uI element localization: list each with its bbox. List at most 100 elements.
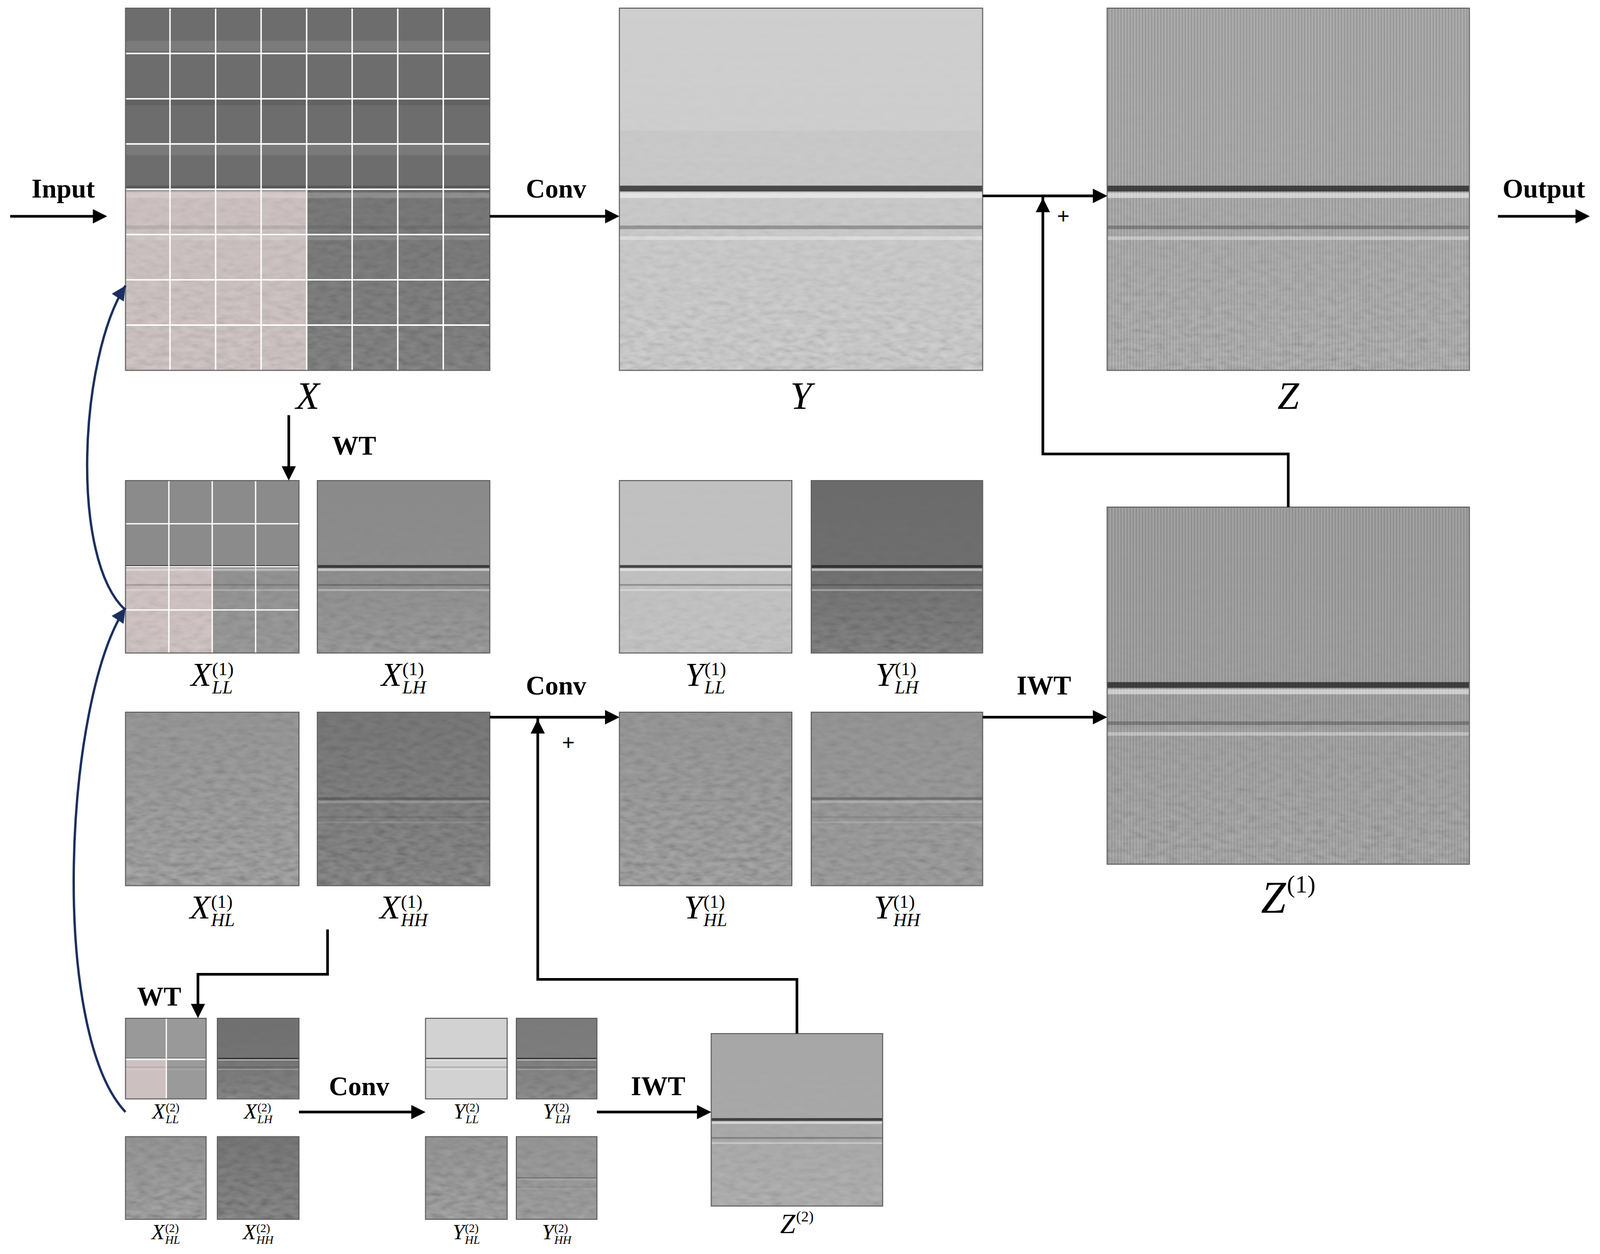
subscript: HH <box>893 911 920 930</box>
panel-label: Z(2) <box>711 1209 884 1239</box>
connector-line <box>596 1111 702 1114</box>
image-panel: Z(2) <box>711 1033 884 1238</box>
panel-label: Z(1) <box>1107 872 1470 921</box>
connector <box>982 710 1108 725</box>
subscript: HL <box>464 1234 481 1247</box>
subscript: LH <box>555 1113 571 1126</box>
operation-label: IWT <box>1016 672 1071 700</box>
arrow-head <box>604 209 620 224</box>
subscript: LL <box>165 1113 180 1126</box>
connector <box>281 415 296 481</box>
symbol-name: X <box>242 1220 257 1245</box>
panel-label: Y(1)HL <box>619 890 792 930</box>
operation-label: WT <box>136 983 182 1011</box>
symbol-name: Y <box>452 1220 465 1245</box>
panel-label: Y(2)HH <box>516 1221 597 1247</box>
subscript: LH <box>257 1113 273 1126</box>
panel-label: X(1)LH <box>317 657 490 697</box>
arrow-head <box>604 710 620 725</box>
panel-label: X(1)LL <box>125 657 299 697</box>
arrow-head <box>112 285 126 302</box>
arrow-head <box>190 1004 206 1019</box>
superscript: (2) <box>165 1101 180 1114</box>
image-panel: Y(1)LL <box>619 480 792 698</box>
symbol-name: X <box>295 374 320 418</box>
sum-sign: + <box>562 731 575 755</box>
image-panel: Y(2)LH <box>516 1018 597 1126</box>
superscript: (2) <box>465 1101 480 1114</box>
image-panel: Y(1)HL <box>619 712 792 930</box>
image-panel: X(1)HL <box>125 712 299 930</box>
connector-line <box>287 415 290 471</box>
panel-label: X(1)HH <box>317 890 490 930</box>
arrow-head <box>281 466 296 481</box>
connector-line <box>87 285 126 611</box>
arrow-head <box>1092 710 1108 725</box>
arrow-head <box>111 608 126 624</box>
panel-label: Y(1)LL <box>619 657 792 697</box>
subscript: HL <box>703 911 728 930</box>
symbol-name: X <box>151 1220 165 1245</box>
operation-label: WT <box>332 432 377 460</box>
symbol-name: Y <box>684 655 704 694</box>
image-panel: Y(2)HH <box>516 1136 597 1247</box>
operation-label: IWT <box>630 1073 686 1100</box>
superscript: (2) <box>257 1101 273 1114</box>
image-panel: Y(2)LL <box>425 1018 508 1126</box>
panel-label: Y(2)LL <box>425 1100 508 1126</box>
subscript: LL <box>465 1113 480 1126</box>
superscript: (2) <box>554 1222 572 1235</box>
subscript: HH <box>400 911 428 930</box>
operation-label: Conv <box>328 1073 390 1100</box>
image-panel: X(1)LL <box>125 480 299 698</box>
superscript: (2) <box>464 1222 481 1235</box>
panel-label: X(2)LH <box>217 1100 299 1126</box>
panel-label: X(2)HH <box>217 1221 299 1247</box>
arrow-head <box>530 719 545 734</box>
connector-line <box>982 715 1098 719</box>
superscript: (1) <box>212 659 234 679</box>
superscript: (1) <box>894 659 919 679</box>
connector-line <box>1042 196 1289 508</box>
superscript: (2) <box>256 1222 274 1235</box>
arrow-head <box>1035 198 1051 213</box>
panel-label: Y(2)HL <box>425 1221 508 1247</box>
panel-label: X(2)HL <box>125 1221 206 1247</box>
image-panel: Y(1)HH <box>811 712 983 930</box>
symbol-name: Y <box>875 655 895 694</box>
symbol-name: X <box>243 1099 258 1124</box>
panel-label: Y(1)HH <box>811 890 983 930</box>
symbol-name: X <box>152 1099 166 1124</box>
arrow-head <box>1092 188 1108 204</box>
connector <box>489 209 620 224</box>
symbol-name: X <box>190 655 212 694</box>
connector-line <box>537 717 797 1034</box>
image-panel: X(2)LL <box>125 1018 206 1126</box>
panel-label: Z <box>1107 376 1470 416</box>
superscript: (1) <box>893 892 920 912</box>
superscript: (2) <box>795 1208 814 1225</box>
symbol-name: X <box>189 888 211 926</box>
connector <box>73 608 126 1113</box>
panel-label: X <box>125 376 490 416</box>
connector <box>530 710 797 1034</box>
image-panel: X(2)HL <box>125 1136 206 1247</box>
panel-label: X(1)HL <box>125 890 299 930</box>
symbol-name: X <box>380 655 402 694</box>
superscript: (1) <box>703 892 728 912</box>
superscript: (1) <box>400 892 428 912</box>
symbol-name: Y <box>542 1099 555 1124</box>
subscript: HL <box>210 911 235 930</box>
connector <box>596 1105 711 1120</box>
operation-label: Conv <box>526 175 587 203</box>
subscript: LH <box>402 678 426 697</box>
image-panel: Z <box>1107 8 1470 416</box>
panel-label: Y(2)LH <box>516 1100 597 1126</box>
image-panel: Z(1) <box>1107 507 1470 921</box>
arrow-head <box>1092 188 1108 204</box>
subscript: LL <box>704 678 727 697</box>
symbol-name: Z <box>1260 872 1286 923</box>
io-label: Input <box>31 175 95 203</box>
